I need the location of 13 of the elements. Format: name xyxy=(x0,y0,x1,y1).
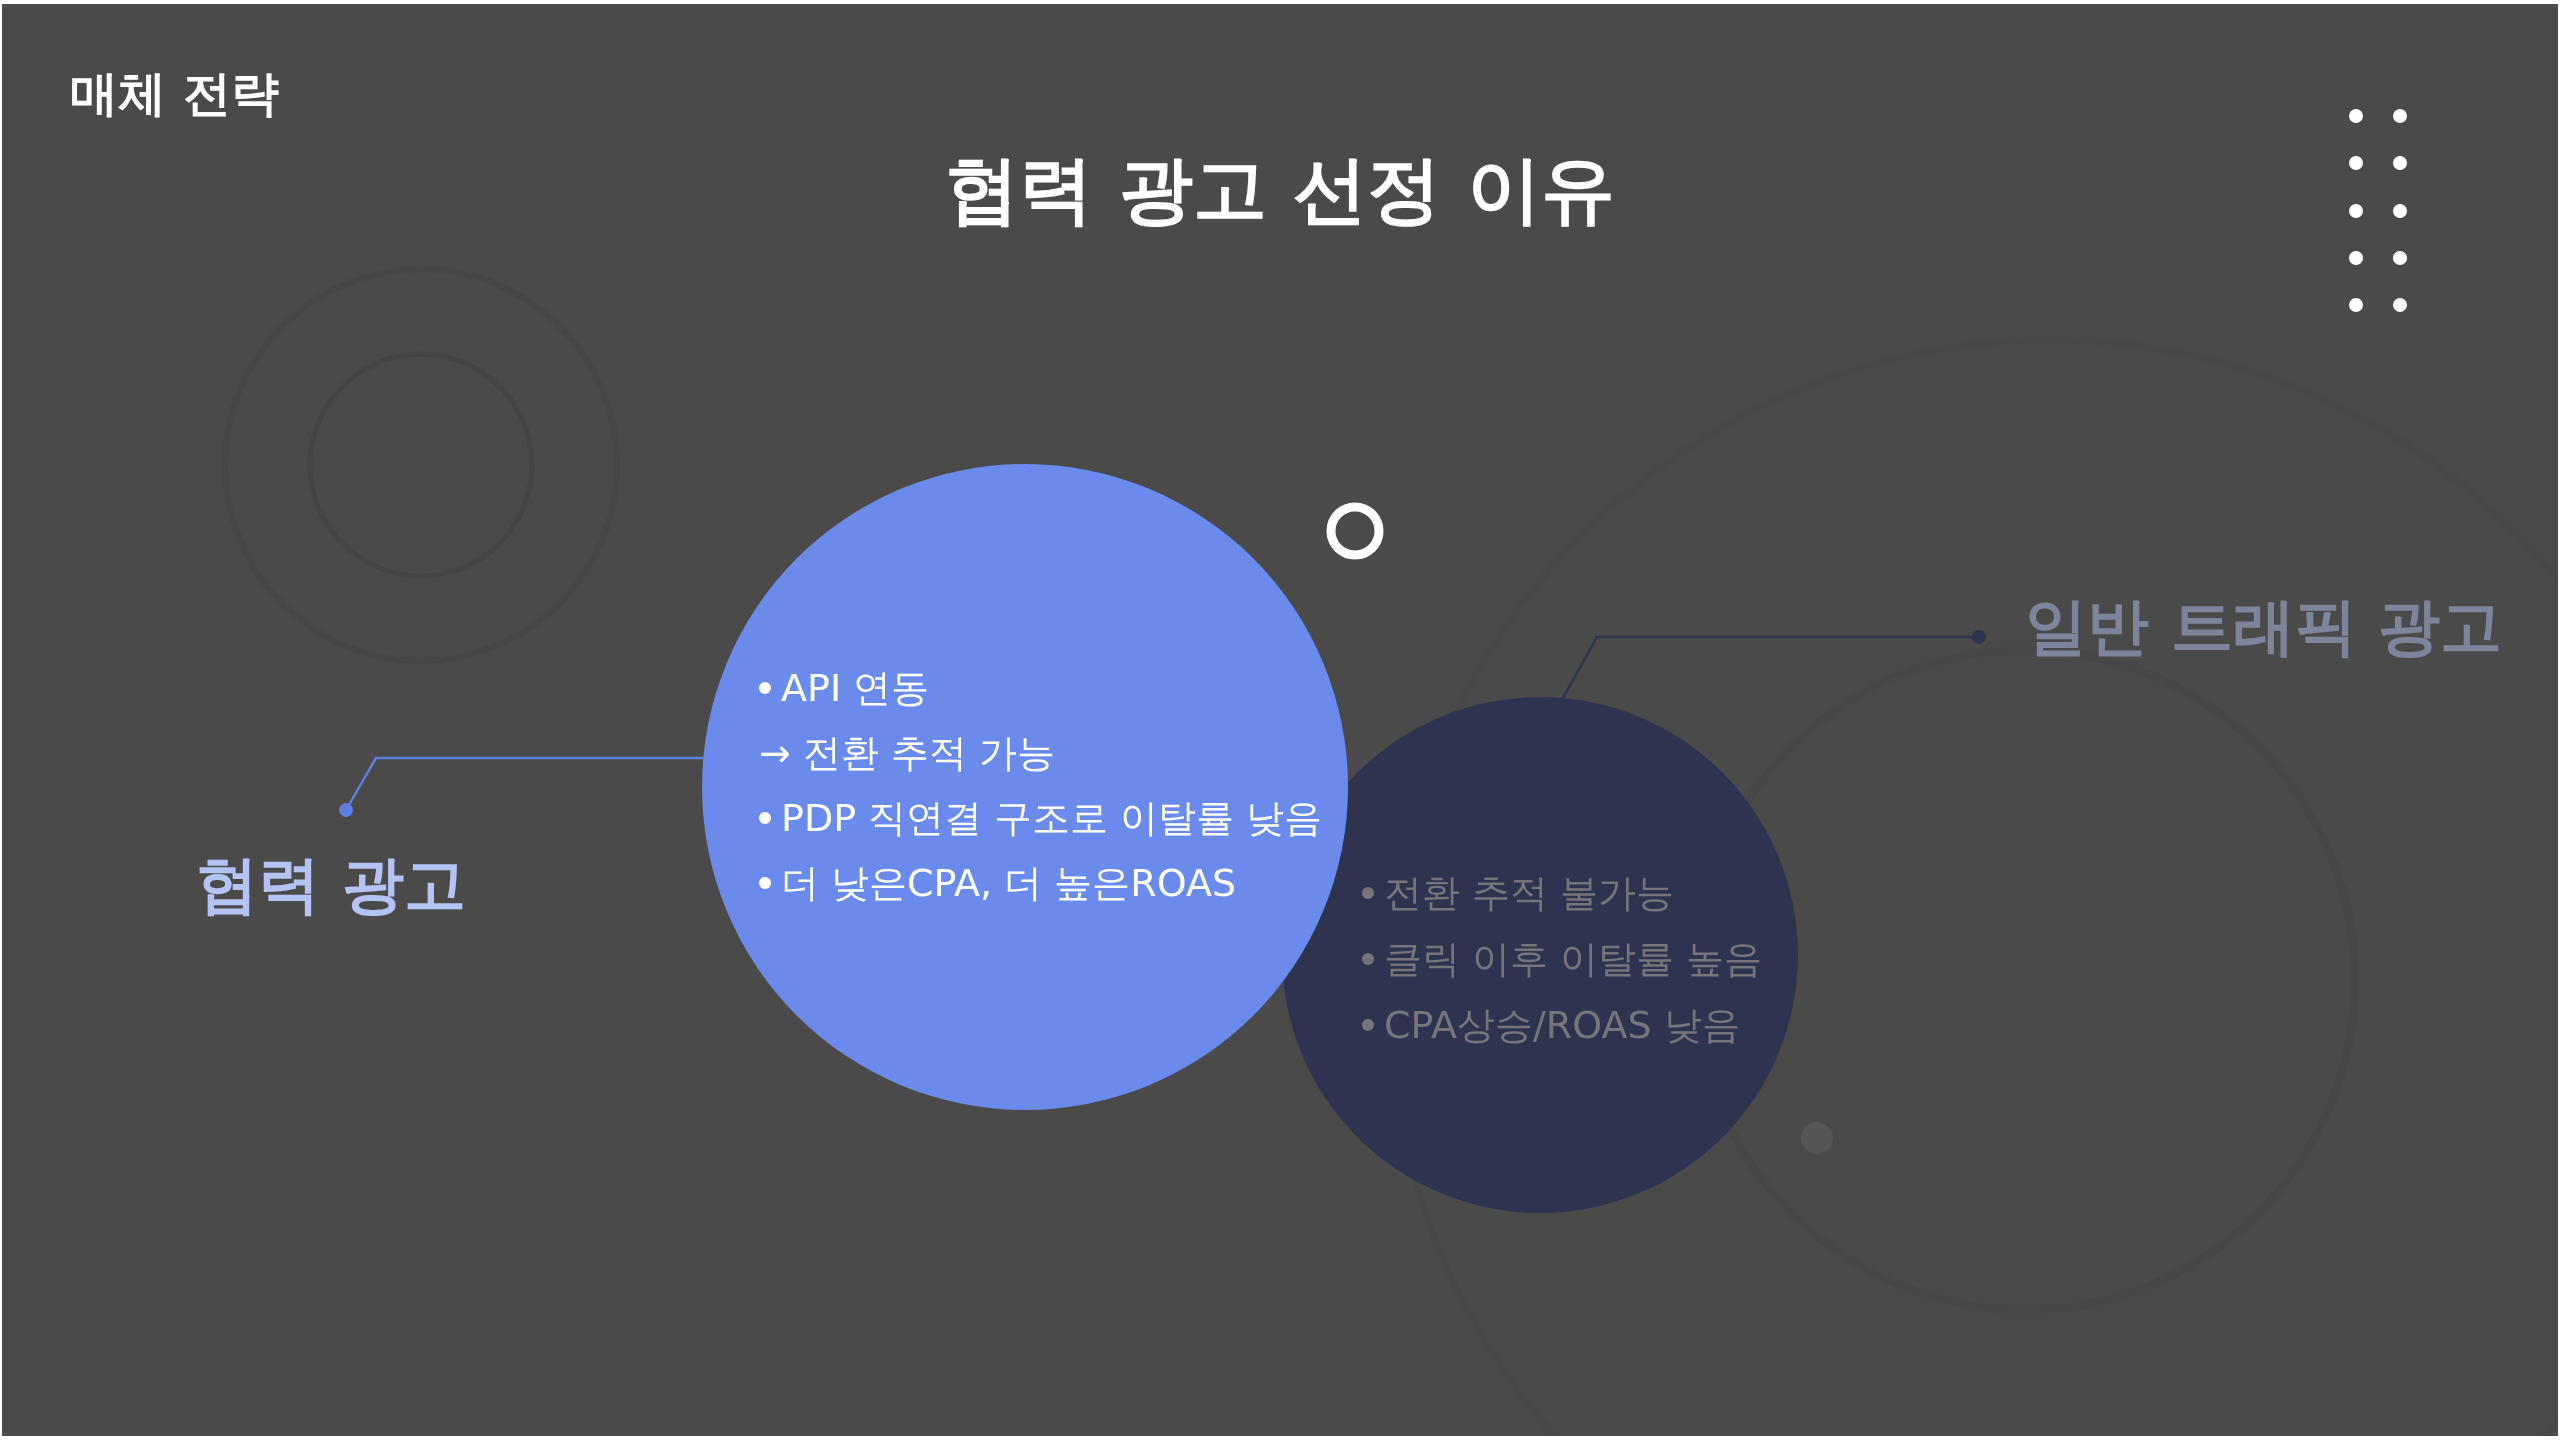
leader-line xyxy=(339,756,704,817)
leader-line xyxy=(1561,630,1986,699)
bullet-text: → 전환 추적 가능 xyxy=(759,730,1056,777)
bullet-text: 클릭 이후 이탈률 높음 xyxy=(1384,936,1763,983)
slide-title: 협력 광고 선정 이유 xyxy=(944,145,1616,234)
bullet-text: 더 낮은CPA, 더 높은ROAS xyxy=(781,860,1237,907)
section-label: 매체 전략 xyxy=(70,64,279,123)
bullet-text: 전환 추적 불가능 xyxy=(1384,870,1675,917)
bullet-text: PDP 직연결 구조로 이탈률 낮음 xyxy=(781,795,1323,842)
category-label: 일반 트래픽 광고 xyxy=(2025,590,2503,665)
bullet-text: API 연동 xyxy=(781,665,930,712)
category-label: 협력 광고 xyxy=(196,848,466,923)
bullet-text: CPA상승/ROAS 낮음 xyxy=(1384,1002,1740,1049)
